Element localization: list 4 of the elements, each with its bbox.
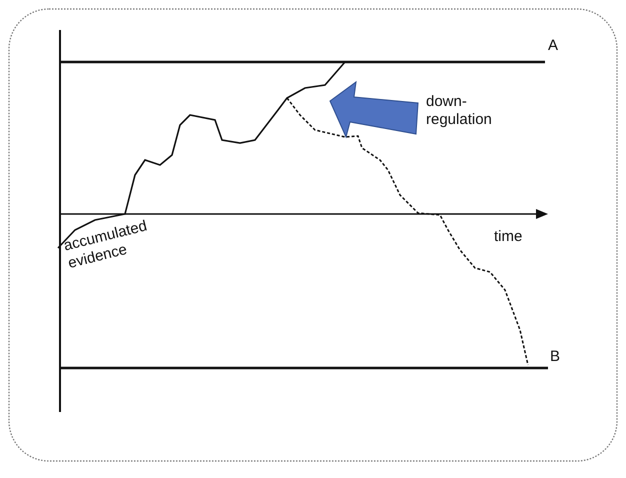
threshold-label: A — [548, 37, 558, 55]
annotation-label: down-regulation — [426, 93, 493, 129]
threshold-label: B — [550, 348, 560, 366]
axis-label: time — [494, 228, 522, 246]
